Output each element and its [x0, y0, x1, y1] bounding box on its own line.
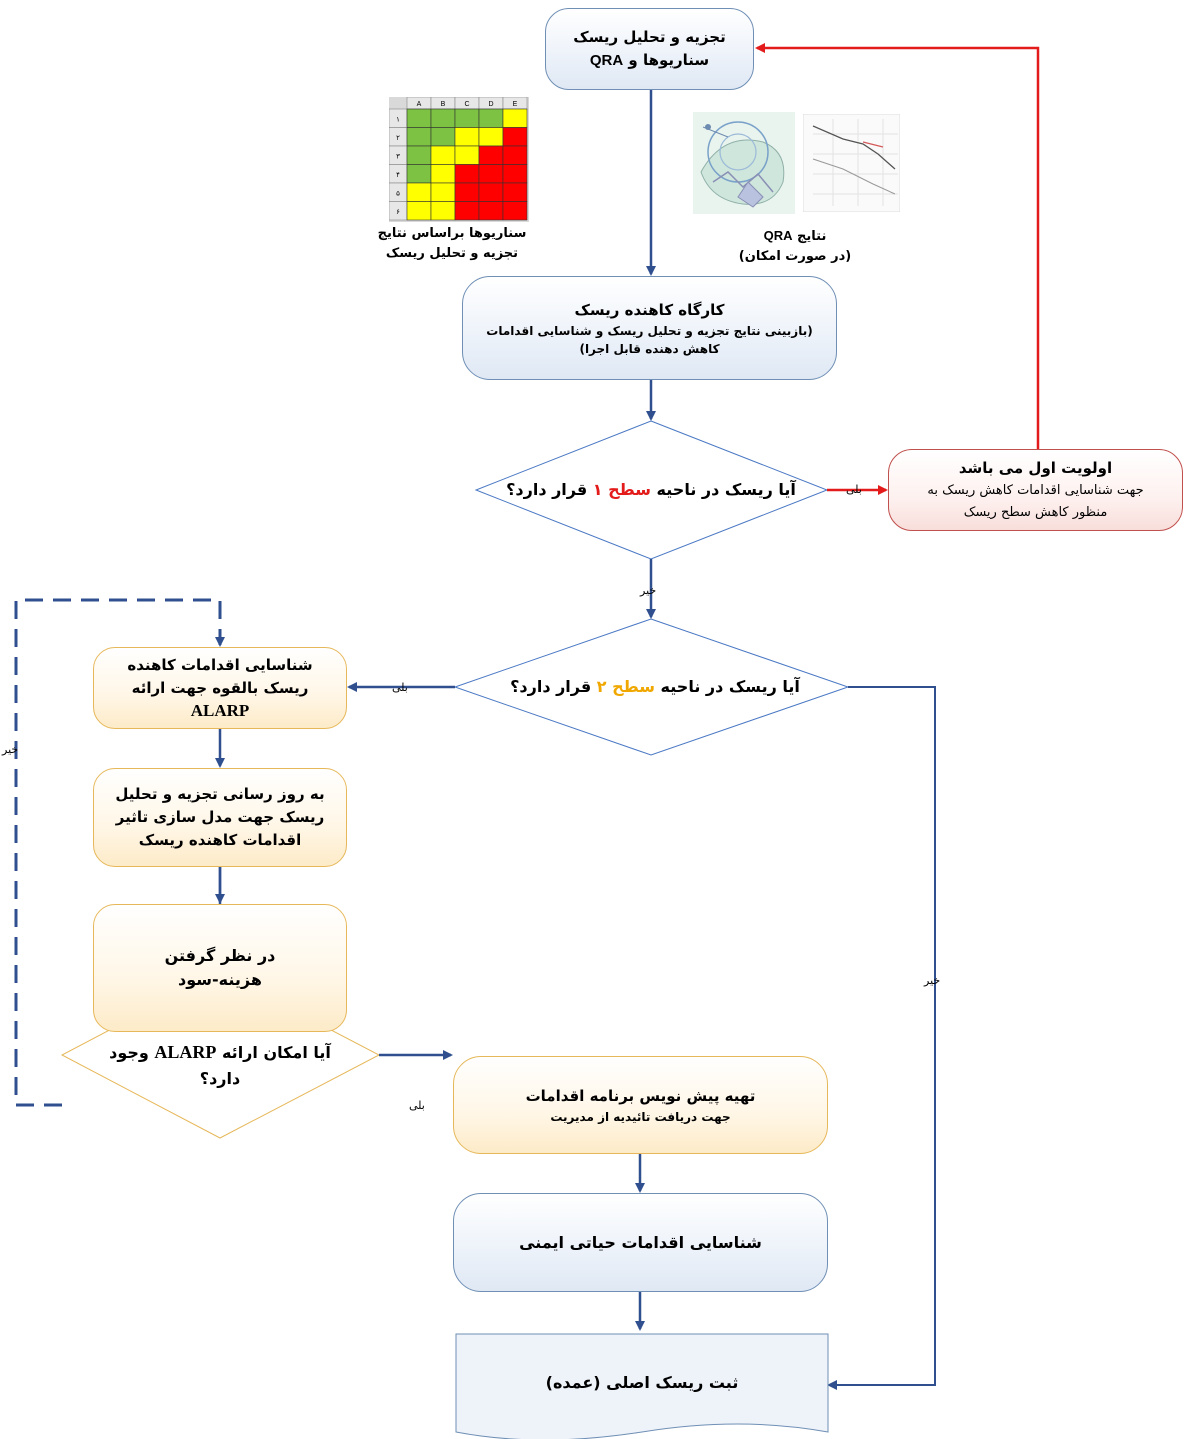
update-analysis-line3: اقدامات کاهنده ریسک [138, 831, 302, 849]
matrix-cell-red [454, 164, 480, 184]
alarp-identify-line1: شناسایی اقدامات کاهنده [127, 656, 313, 674]
matrix-cell-green [478, 108, 504, 128]
update-analysis-box: به روز رسانی تجزیه و تحلیل ریسک جهت مدل … [93, 768, 347, 867]
arrow-alarp-no-loop [14, 598, 222, 1107]
level2-marker: سطح ۲ [596, 677, 655, 696]
matrix-cell-yellow [430, 201, 456, 221]
edge-label-no-alarp: خیر [2, 743, 19, 756]
matrix-cell-red [478, 182, 504, 202]
priority-line3: منظور کاهش سطح ریسک [963, 504, 1108, 520]
edge-label-yes-level1: بلی [846, 483, 862, 496]
priority-box: اولویت اول می باشد جهت شناسایی اقدامات ک… [888, 449, 1183, 531]
matrix-cell-red [478, 201, 504, 221]
draft-plan-box: تهیه پیش نویس برنامه اقدامات جهت دریافت … [453, 1056, 828, 1154]
workshop-line3: کاهش دهنده قابل اجرا) [579, 341, 720, 356]
decision-alarp-text: آیا امکان ارائه ALARP وجود دارد؟ [92, 1039, 348, 1092]
matrix-row-header: ۲ [396, 134, 400, 142]
matrix-cell-yellow [502, 108, 528, 128]
matrix-col-header: A [417, 101, 422, 108]
matrix-cell-red [502, 201, 528, 221]
matrix-cell-red [502, 145, 528, 165]
matrix-col-header: C [464, 101, 469, 108]
matrix-row-header: ۳ [396, 152, 400, 160]
matrix-cell-red [454, 182, 480, 202]
draft-plan-subtitle: جهت دریافت تائیدیه از مدیریت [550, 1109, 731, 1124]
workshop-box: کارگاه کاهنده ریسک (بازبینی نتایج تجزیه … [462, 276, 837, 380]
matrix-row-header: ۴ [396, 171, 400, 179]
alarp-identify-line3: ALARP [190, 701, 250, 720]
matrix-cell-green [454, 108, 480, 128]
matrix-cell-green [406, 164, 432, 184]
priority-line2: جهت شناسایی اقدامات کاهش ریسک به [927, 482, 1144, 498]
matrix-cell-yellow [478, 127, 504, 147]
risk-matrix-grid: A B C D E ۱ ۲ ۳ ۴ ۵ ۶ [388, 96, 529, 222]
matrix-cell-red [502, 182, 528, 202]
matrix-cell-yellow [430, 145, 456, 165]
matrix-cell-red [478, 145, 504, 165]
edge-label-yes-alarp: بلی [409, 1099, 425, 1112]
edge-label-yes-level2: بلی [392, 681, 408, 694]
matrix-cell-green [430, 127, 456, 147]
matrix-cell-yellow [406, 182, 432, 202]
matrix-cell-red [502, 127, 528, 147]
update-analysis-line2: ریسک جهت مدل سازی تاثیر [115, 808, 325, 826]
workshop-title: کارگاه کاهنده ریسک [574, 300, 725, 319]
safety-actions-box: شناسایی اقدامات حیاتی ایمنی [453, 1193, 828, 1292]
draft-plan-title: تهیه پیش نویس برنامه اقدامات [525, 1086, 756, 1105]
qra-caption-line1: نتایج QRA [763, 228, 827, 244]
matrix-row-header: ۱ [396, 115, 400, 123]
matrix-col-header: B [441, 101, 446, 108]
qra-caption-line2: (در صورت امکان) [738, 249, 852, 264]
matrix-cell-green [406, 145, 432, 165]
matrix-caption-line2: تجزیه و تحلیل ریسک [385, 246, 519, 261]
qra-fn-curve-image [802, 113, 901, 213]
risk-matrix-image: A B C D E ۱ ۲ ۳ ۴ ۵ ۶ [388, 96, 529, 222]
matrix-col-header: E [513, 101, 518, 108]
matrix-cell-red [454, 201, 480, 221]
matrix-caption: سناریوها براساس نتایج تجزیه و تحلیل ریسک [372, 224, 532, 264]
decision-alarp-line2: دارد؟ [199, 1069, 241, 1088]
decision-alarp-line1: آیا امکان ارائه ALARP وجود [109, 1042, 331, 1062]
edge-label-no-level1: خیر [640, 584, 657, 597]
matrix-row-header: ۶ [396, 208, 400, 216]
matrix-cell-yellow [430, 164, 456, 184]
matrix-cell-green [430, 108, 456, 128]
matrix-caption-line1: سناریوها براساس نتایج [377, 226, 527, 241]
risk-analysis-box: تجزیه و تحلیل ریسک سناریوها و QRA [545, 8, 754, 90]
matrix-cell-yellow [454, 127, 480, 147]
edge-label-no-level2: خیر [924, 974, 941, 987]
alarp-identify-line2: ریسک بالقوه جهت ارائه [131, 679, 309, 697]
arrow-decision2-no [827, 686, 936, 1390]
update-analysis-line1: به روز رسانی تجزیه و تحلیل [115, 785, 325, 803]
matrix-cell-yellow [454, 145, 480, 165]
matrix-cell-green [406, 108, 432, 128]
risk-analysis-line2: سناریوها و QRA [589, 51, 710, 69]
matrix-cell-red [478, 164, 504, 184]
risk-analysis-line1: تجزیه و تحلیل ریسک [573, 28, 726, 46]
alarp-identify-box: شناسایی اقدامات کاهنده ریسک بالقوه جهت ا… [93, 647, 347, 729]
cost-benefit-line2: هزینه-سود [178, 970, 262, 989]
matrix-row-header: ۵ [396, 189, 400, 197]
level1-marker: سطح ۱ [592, 480, 651, 499]
matrix-cell-red [502, 164, 528, 184]
decision-level1-text: آیا ریسک در ناحیه سطح ۱ قرار دارد؟ [506, 480, 796, 499]
matrix-cell-green [406, 127, 432, 147]
register-shape [455, 1333, 829, 1439]
matrix-cell-yellow [430, 182, 456, 202]
register-label: ثبت ریسک اصلی (عمده) [545, 1373, 739, 1392]
matrix-cell-yellow [406, 201, 432, 221]
safety-actions-label: شناسایی اقدامات حیاتی ایمنی [519, 1232, 762, 1252]
cost-benefit-real: در نظر گرفتن هزینه-سود [93, 904, 347, 1032]
decision-level2-shape [453, 618, 850, 756]
priority-title: اولویت اول می باشد [958, 458, 1113, 477]
workshop-line2: (بازبینی نتایج تجزیه و تحلیل ریسک و شناس… [486, 323, 813, 338]
qra-contour-map-image [693, 112, 795, 214]
matrix-col-header: D [488, 101, 493, 108]
arrow-priority-to-analysis [755, 43, 1040, 449]
decision-level2-text: آیا ریسک در ناحیه سطح ۲ قرار دارد؟ [510, 677, 800, 696]
qra-caption: نتایج QRA (در صورت امکان) [720, 226, 870, 267]
cost-benefit-line1: در نظر گرفتن [164, 946, 276, 965]
